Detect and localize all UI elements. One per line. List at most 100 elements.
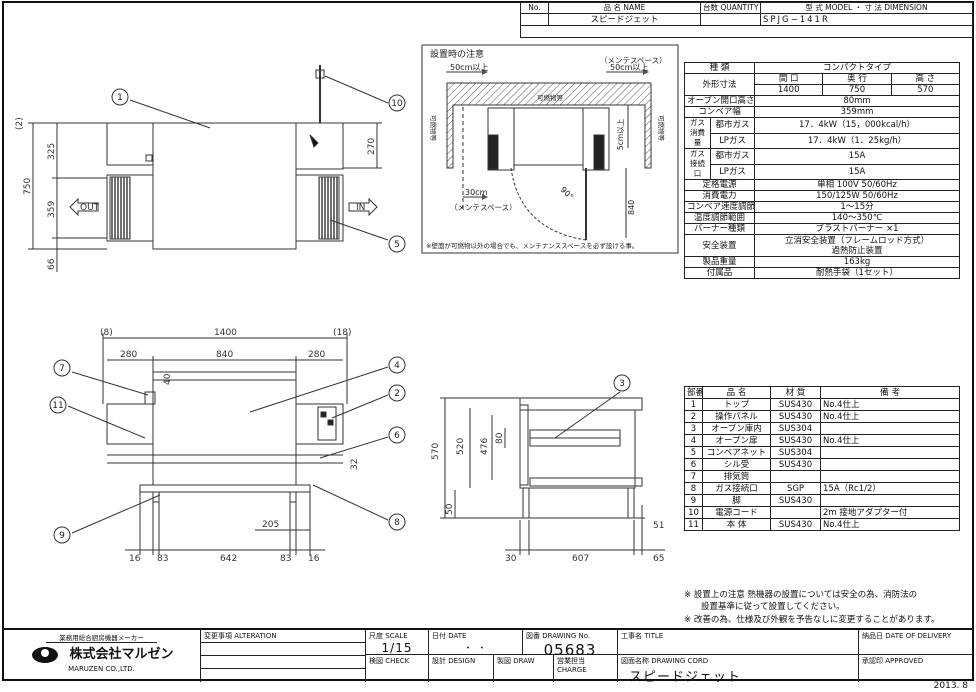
callout-9: 9 [59, 531, 65, 541]
note-2: ※ 改善の為、仕様及び外観を予告なしに変更することがあります。 [684, 615, 940, 625]
spec-label: オーブン開口高さ [683, 95, 756, 107]
note-1-cont: 設置基準に従って設置してください。 [701, 602, 845, 612]
part-name: 操作パネル [702, 410, 771, 423]
dim-label: 16 [129, 554, 141, 564]
callout-circle [388, 94, 406, 112]
spec-label: 消費電力 [683, 190, 756, 202]
spec-value: 150/125W 50/60Hz [754, 190, 960, 202]
dim-label: 50 [445, 503, 455, 515]
part-material: SUS430 [770, 410, 821, 423]
part-no: 6 [684, 458, 703, 471]
dim-label: 80 [495, 432, 505, 444]
side-view [440, 391, 665, 555]
part-remark [820, 470, 960, 483]
part-material: SGP [770, 482, 821, 495]
spec-value: 570 [890, 84, 961, 96]
part-name: コンベアネット [702, 446, 771, 459]
callout-circle [388, 356, 406, 374]
part-no: 9 [684, 494, 703, 507]
spec-value: 750 [822, 84, 892, 96]
sheet-border [2, 1, 974, 681]
spec-label: 安全装置 [683, 234, 756, 257]
part-remark: No.4仕上 [820, 434, 960, 447]
dim-label: 570 [431, 443, 441, 460]
title-block: 業務用総合厨房機器メーカー 株式会社マルゼン MARUZEN CO.,LTD. … [3, 628, 973, 685]
spec-value: 80mm [754, 95, 960, 107]
maruzen-logo [32, 647, 58, 663]
conveyor-net-in [318, 176, 340, 240]
callout-circle [53, 526, 71, 544]
spec-value: ブラストバーナー ×1 [754, 223, 960, 235]
dim-label: 280 [120, 350, 137, 360]
part-remark: No.4仕上 [820, 398, 960, 411]
date-label: 日付 DATE [432, 632, 467, 640]
dim-label: 83 [157, 554, 168, 564]
spec-subheader: 奥 行 [822, 73, 892, 85]
part-name: 電源コード [702, 506, 771, 519]
part-material [770, 506, 821, 519]
spec-value: 163kg [754, 256, 960, 268]
charge-label: 営業担当 CHARGE [557, 657, 587, 674]
delivery-label: 納品日 DATE OF DELIVERY [862, 632, 952, 640]
part-no: 5 [684, 446, 703, 459]
dim-label: 32 [350, 459, 360, 470]
spec-subheader: 高 さ [890, 73, 961, 85]
part-remark: 15A（Rc1/2） [820, 482, 960, 495]
design-label: 設計 DESIGN [432, 657, 476, 665]
front-view-labels: (8) 1400 (18) 280 840 280 40 32 205 16 8… [49, 328, 406, 564]
callout-4: 4 [394, 361, 400, 371]
drawing-cord-label: 図面名称 DRAWING CORD [621, 657, 709, 665]
product-name: スピードジェット [548, 13, 701, 26]
dim-label: 270 [367, 138, 377, 155]
part-material [770, 470, 821, 483]
col-no: No. [520, 2, 549, 14]
spec-value: 15A [754, 163, 960, 180]
dim-label: 1400 [214, 328, 237, 338]
empty-row [520, 25, 973, 38]
spec-value: 1〜15分 [754, 201, 960, 213]
check-label: 検図 CHECK [369, 657, 410, 665]
quantity [700, 13, 761, 26]
company-name-jp: 株式会社マルゼン [69, 647, 174, 662]
part-no: 10 [684, 506, 703, 519]
in-arrow-icon [348, 197, 378, 217]
spec-value: 17．4kW（15，000kcal/h） [754, 117, 960, 134]
part-remark [820, 422, 960, 435]
part-material: SUS430 [770, 518, 821, 531]
callout-1: 1 [117, 93, 123, 103]
spec-value: 耐熱手袋（1セット） [754, 267, 960, 279]
install-title: 設置時の注意 [430, 48, 484, 60]
dim-label: 66 [47, 258, 57, 270]
part-remark [820, 458, 960, 471]
callout-circle [388, 513, 406, 531]
dim-label: 51 [653, 521, 664, 531]
callout-11: 11 [52, 401, 63, 411]
spec-label: ガス接続口 [684, 148, 711, 180]
draw-label: 製図 DRAW [497, 657, 535, 665]
dim-label: 607 [572, 554, 589, 564]
in-label: IN [356, 203, 365, 213]
maint-label: （メンテスペース） [450, 203, 517, 212]
callout-3: 3 [619, 379, 625, 389]
safety-value-2: 過熱防止装置 [831, 245, 883, 256]
spec-label: 外形寸法 [683, 73, 756, 96]
dim-label: 520 [456, 438, 466, 455]
part-remark: No.4仕上 [820, 410, 960, 423]
dim-label: 65 [653, 554, 664, 564]
spec-subheader: 間 口 [754, 73, 824, 85]
title-label: 工事名 TITLE [621, 632, 664, 640]
part-no: 8 [684, 482, 703, 495]
dim-label: 325 [47, 143, 57, 160]
spec-value: 1400 [754, 84, 824, 96]
spec-label: コンベア速度調節 [683, 201, 756, 213]
parts-header: 材 質 [770, 386, 821, 399]
dim-label: 83 [280, 554, 291, 564]
